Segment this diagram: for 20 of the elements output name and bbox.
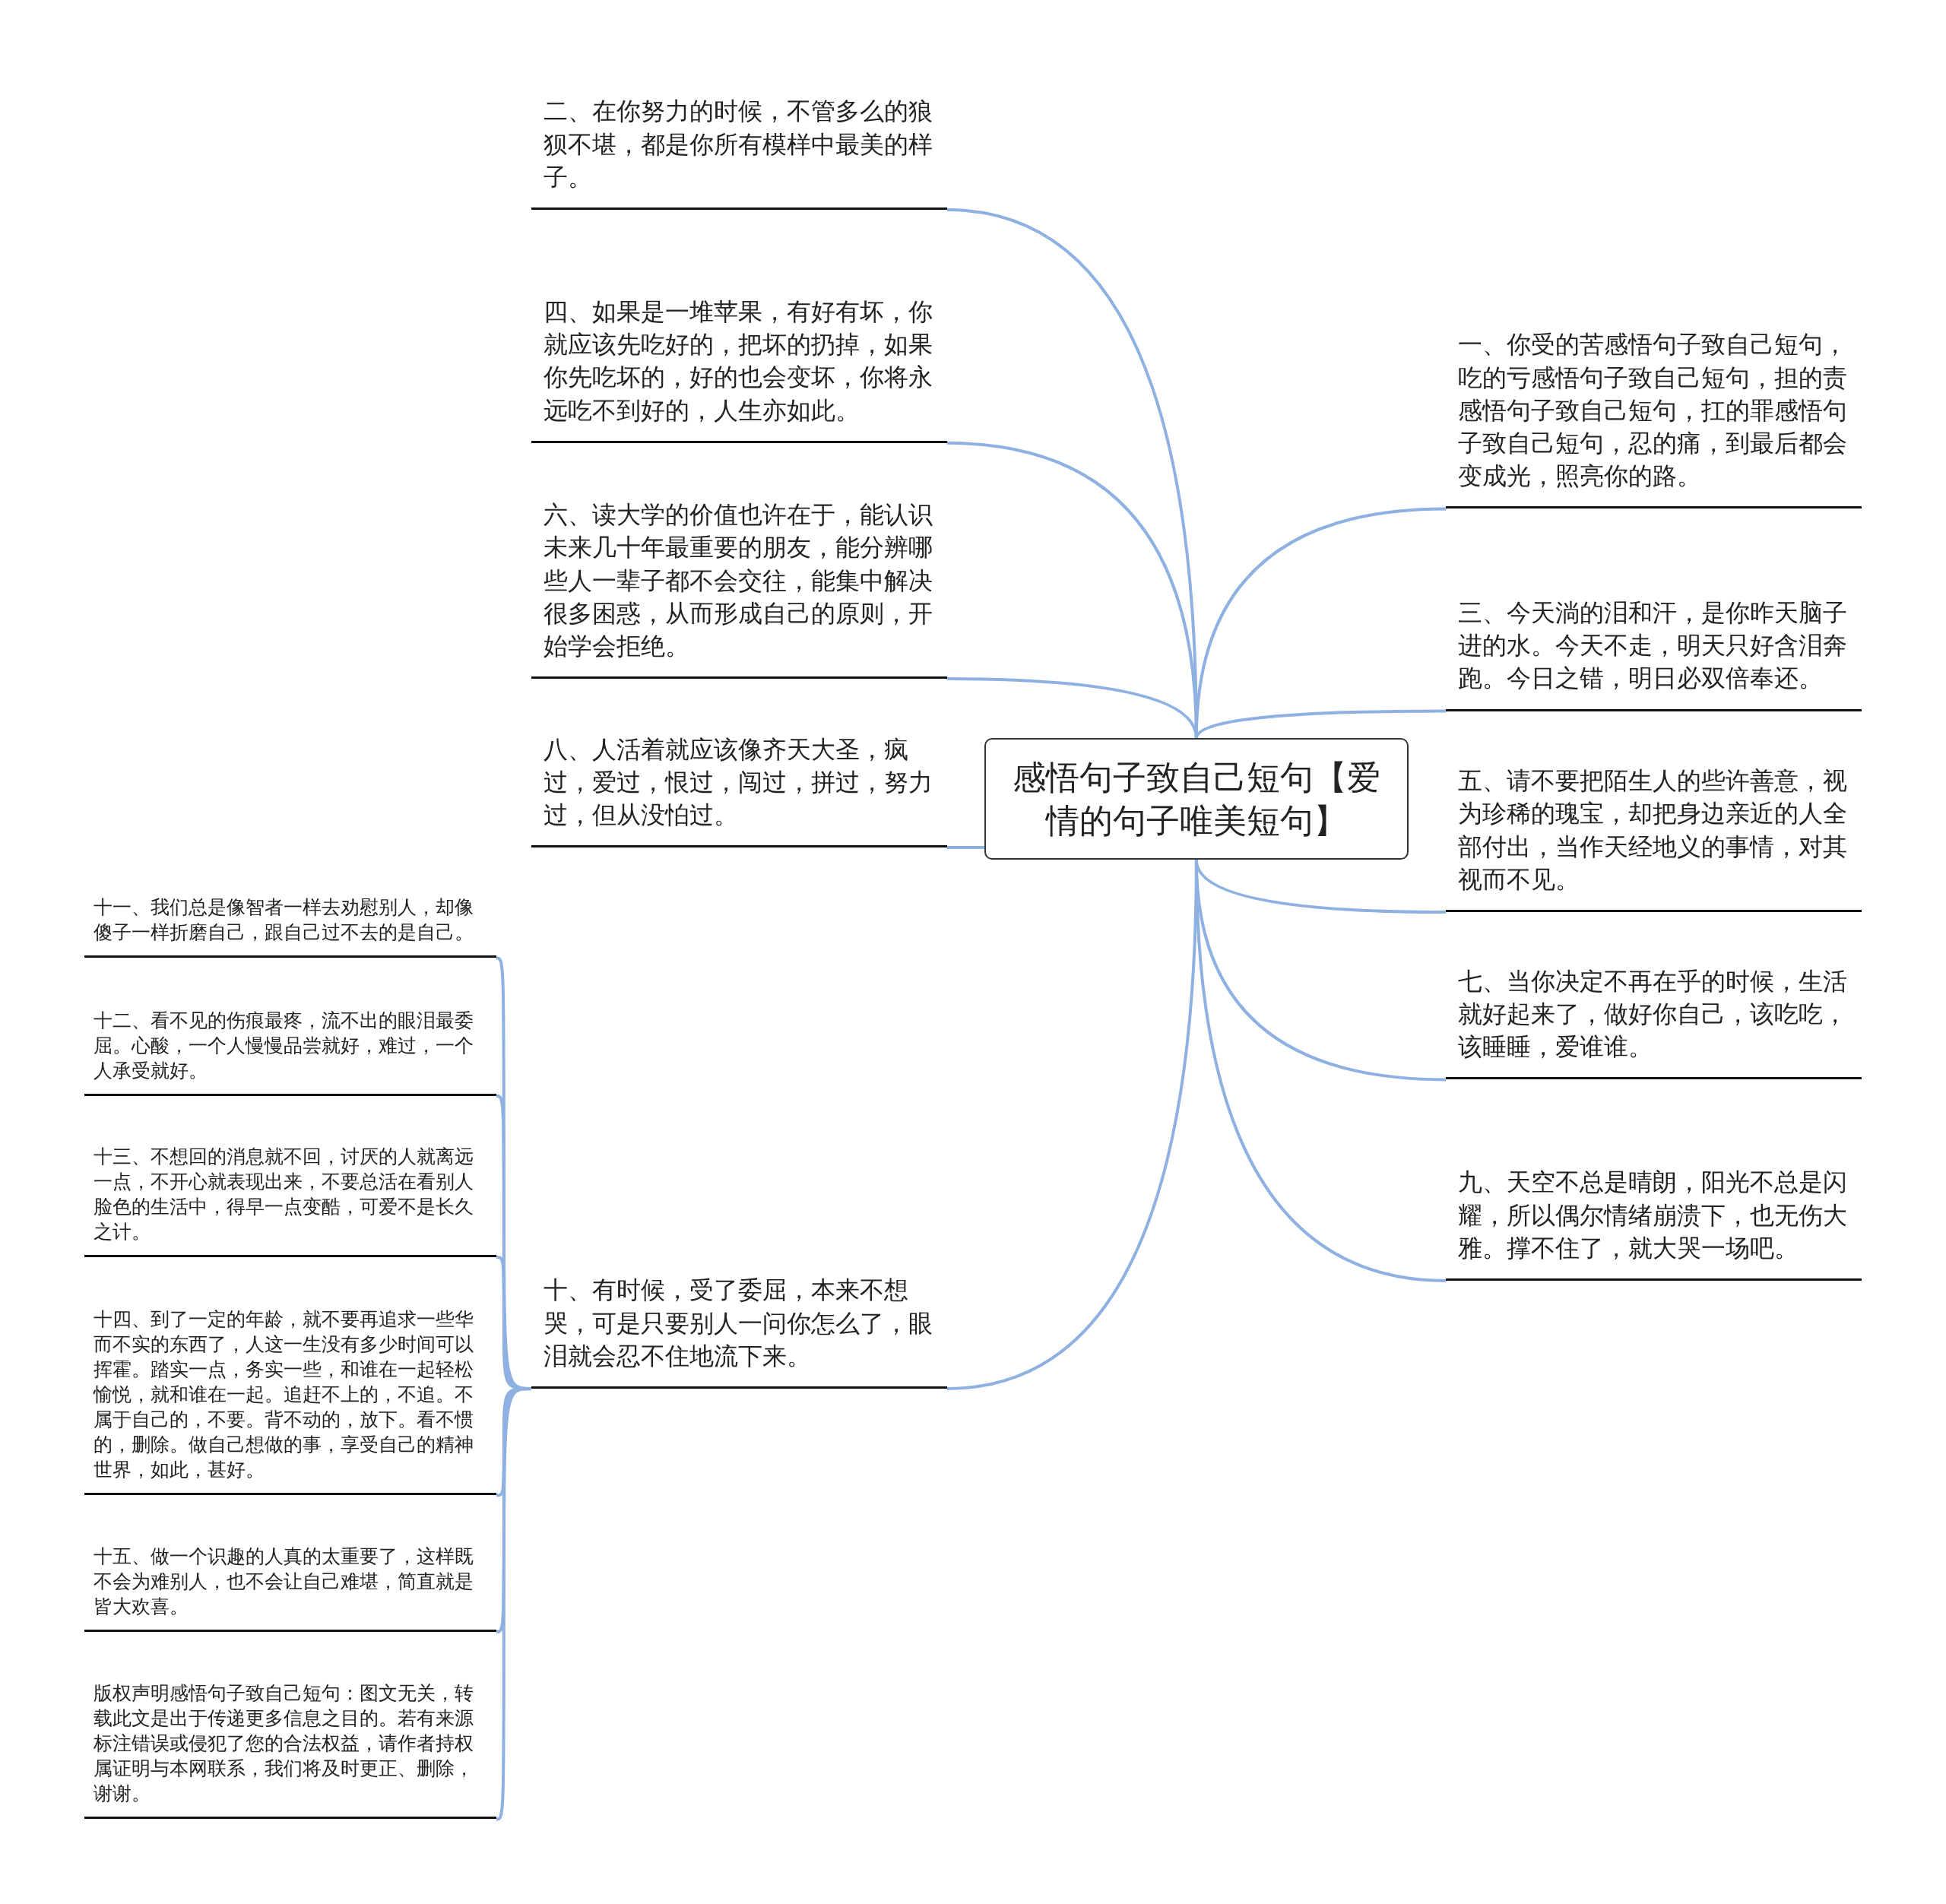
underlined-branch-text: 版权声明感悟句子致自己短句：图文无关，转载此文是出于传递更多信息之目的。若有来源标注错误或侵犯了您的合法权益，请作者持权属证明与本网联系，我们将及时更正、删除，谢谢。 <box>84 1681 497 1820</box>
underlined-branch-text: 七、当你决定不再在乎的时候，生活就好起来了，做好你自己，该吃吃，该睡睡，爱谁谁。 <box>1446 965 1862 1080</box>
underlined-branch-text: 十一、我们总是像智者一样去劝慰别人，却像傻子一样折磨自己，跟自己过不去的是自己。 <box>84 895 497 958</box>
underlined-branch-text: 九、天空不总是晴朗，阳光不总是闪耀，所以偶尔情绪崩溃下，也无伤大雅。撑不住了，就大哭一场吧。 <box>1446 1166 1862 1281</box>
connector-line <box>496 1386 531 1821</box>
underlined-branch-text: 三、今天淌的泪和汗，是你昨天脑子进的水。今天不走，明天只好含泪奔跑。今日之错，明日必双倍奉还。 <box>1446 596 1862 711</box>
underlined-branch-text: 十、有时候，受了委屈，本来不想哭，可是只要别人一问你怎么了，眼泪就会忍不住地流下来。 <box>531 1274 947 1389</box>
underlined-branch-text: 一、你受的苦感悟句子致自己短句，吃的亏感悟句子致自己短句，担的责感悟句子致自己短句，扛的罪感悟句子致自己短句，忍的痛，到最后都会变成光，照亮你的路。 <box>1446 328 1862 509</box>
underlined-branch-text: 二、在你努力的时候，不管多么的狼狈不堪，都是你所有模样中最美的样子。 <box>531 95 947 210</box>
underlined-branch-text: 五、请不要把陌生人的些许善意，视为珍稀的瑰宝，却把身边亲近的人全部付出，当作天经地义的事情，对其视而不见。 <box>1446 765 1862 912</box>
underlined-branch-text: 十三、不想回的消息就不回，讨厌的人就离远一点，不开心就表现出来，不要总活在看别人脸色的生活中，得早一点变酷，可爱不是长久之计。 <box>84 1143 497 1257</box>
underlined-branch-text: 四、如果是一堆苹果，有好有坏，你就应该先吃好的，把坏的扔掉，如果你先吃坏的，好的也会变坏，你将永远吃不到好的，人生亦如此。 <box>531 296 947 443</box>
underlined-branch-text: 十五、做一个识趣的人真的太重要了，这样既不会为难别人，也不会让自己难堪，简直就是皆大欢喜。 <box>84 1543 497 1632</box>
central-topic-box: 感悟句子致自己短句【爱情的句子唯美短句】 <box>984 738 1409 860</box>
underlined-branch-text: 十四、到了一定的年龄，就不要再追求一些华而不实的东西了，人这一生没有多少时间可以挥霍。踏实一点，务实一些，和谁在一起轻松愉悦，就和谁在一起。追赶不上的，不追。不属于自己的，不要。背不动的，放下。看不惯的，删除。做自己想做的事，享受自己的精神世界，如此，甚好。 <box>84 1307 497 1496</box>
underlined-branch-text: 六、读大学的价值也许在于，能认识未来几十年最重要的朋友，能分辨哪些人一辈子都不会交往，能集中解决很多困惑，从而形成自己的原则，开始学会拒绝。 <box>531 499 947 680</box>
underlined-branch-text: 十二、看不见的伤痕最疼，流不出的眼泪最委屈。心酸，一个人慢慢品尝就好，难过，一个人承受就好。 <box>84 1007 497 1096</box>
underlined-branch-text: 八、人活着就应该像齐天大圣，疯过，爱过，恨过，闯过，拼过，努力过，但从没怕过。 <box>531 733 947 848</box>
connector-line <box>946 846 984 850</box>
connector-line <box>946 860 1198 1390</box>
